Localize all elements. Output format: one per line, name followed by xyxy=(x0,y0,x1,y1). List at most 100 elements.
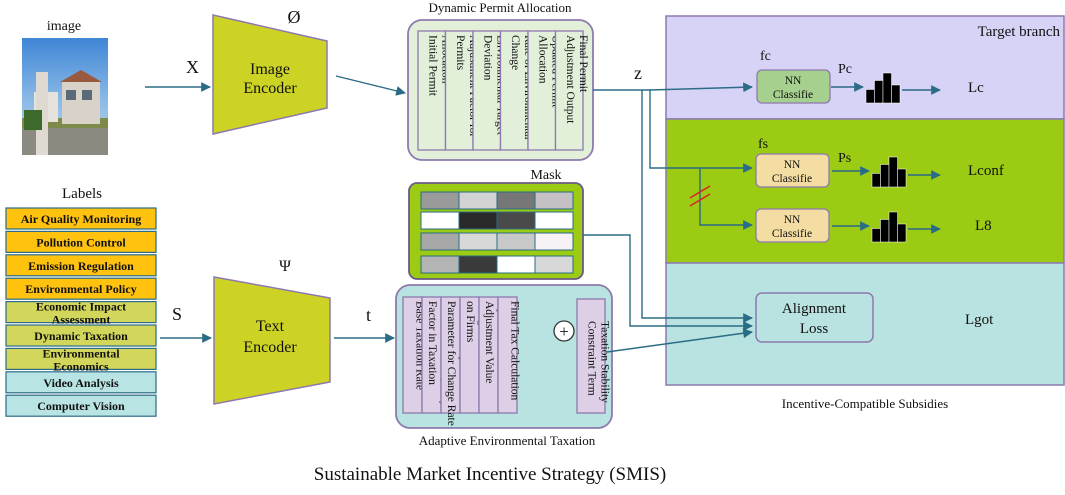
image-encoder-label-2: Encoder xyxy=(243,80,297,97)
nn-classifier-3 xyxy=(755,208,830,243)
subsidies-caption: Incentive-Compatible Subsidies xyxy=(782,396,948,411)
image-label: image xyxy=(47,19,81,34)
histogram-bar xyxy=(897,168,907,188)
image-encoder xyxy=(212,14,328,135)
text-encoder xyxy=(213,276,331,405)
mask-cell xyxy=(534,211,574,230)
probability-histogram-1 xyxy=(865,72,901,104)
column-text: Adjustment Output xyxy=(564,35,576,124)
label-item-text: Video Analysis xyxy=(43,376,119,390)
feature-label-fc: fc xyxy=(760,49,771,64)
label-item: Computer Vision xyxy=(5,394,157,417)
column-text: Change xyxy=(509,35,521,70)
prob-label-ps: Ps xyxy=(838,151,851,166)
nn-classifier-3-label-2: Classifie xyxy=(772,228,812,240)
mask-cell xyxy=(534,232,574,251)
label-item-text: Economic Impact xyxy=(36,300,126,314)
conf-branch-panel xyxy=(665,118,1065,264)
nn-classifier-2 xyxy=(755,153,830,188)
histogram-bar xyxy=(880,164,890,188)
mask-cell xyxy=(420,255,460,274)
loss-label-lc: Lc xyxy=(968,80,984,96)
nn-classifier-1-label-1: NN xyxy=(785,75,802,87)
label-item: Emission Regulation xyxy=(5,254,157,277)
column-text: Taxation Stability xyxy=(599,321,611,403)
plus-symbol: + xyxy=(559,322,569,341)
mask-cell xyxy=(420,232,460,251)
target-branch-title: Target branch xyxy=(978,24,1061,40)
histogram-bar xyxy=(871,228,881,243)
column-text: Allocation xyxy=(536,35,548,84)
label-item-text: Assessment xyxy=(52,313,111,327)
mask-cell xyxy=(534,191,574,210)
diagram-title: Sustainable Market Incentive Strategy (S… xyxy=(314,464,666,485)
text-encoder-label-2: Encoder xyxy=(243,339,297,356)
label-item: Environmental Policy xyxy=(5,277,157,300)
histogram-bar xyxy=(888,211,898,243)
text-encoder-symbol: Ψ xyxy=(279,258,291,275)
label-item-text: Dynamic Taxation xyxy=(34,329,128,343)
mask-cell xyxy=(420,191,460,210)
histogram-bar xyxy=(874,80,884,104)
mask-cell xyxy=(458,211,498,230)
classifier-row-3: NN Classifie L8 xyxy=(755,208,992,243)
label-item: Pollution Control xyxy=(5,230,157,253)
column-text: on Firms xyxy=(464,301,476,343)
permit-allocation-columns: Initial PermitAllocationPermitsAdjustmen… xyxy=(417,30,589,151)
column-text: Permits xyxy=(454,35,466,71)
output-symbol-t: t xyxy=(366,305,371,325)
classifier-row-1: fc NN Classifie Pc Lc xyxy=(756,49,984,104)
mask-cell xyxy=(458,232,498,251)
label-item-text: Pollution Control xyxy=(36,235,126,249)
loss-label-l8: L8 xyxy=(975,218,992,234)
alignment-loss-label-2: Loss xyxy=(800,321,829,337)
prob-label-pc: Pc xyxy=(838,62,852,77)
image-encoder-label-1: Image xyxy=(250,61,290,78)
connectors xyxy=(145,75,941,353)
feature-label-fs: fs xyxy=(758,137,768,152)
mask-title: Mask xyxy=(530,168,561,183)
label-item-text: Environmental xyxy=(42,346,120,360)
column-text: Factor in Taxation xyxy=(426,301,438,385)
histogram-bar xyxy=(888,156,898,188)
column-text: Final Tax Calculation xyxy=(509,301,521,401)
column: Final Tax Calculation xyxy=(497,296,521,414)
label-item-text: Environmental Policy xyxy=(25,282,136,296)
label-item: Dynamic Taxation xyxy=(5,324,157,347)
alignment-loss-label-1: Alignment xyxy=(782,301,847,317)
histogram-bar xyxy=(865,89,875,104)
histogram-bar xyxy=(882,72,892,104)
labels-heading: Labels xyxy=(62,186,102,202)
histogram-bar xyxy=(891,84,901,104)
nn-classifier-1-label-2: Classifie xyxy=(773,89,813,101)
taxation-title: Adaptive Environmental Taxation xyxy=(419,433,596,448)
column-text: Parameter for Change Rate xyxy=(445,301,457,426)
mask-cell xyxy=(496,211,536,230)
probability-histogram-3 xyxy=(871,211,907,243)
column-text: Constraint Term xyxy=(586,321,598,396)
label-item: Video Analysis xyxy=(5,371,157,394)
mask-cell xyxy=(458,255,498,274)
column-text: Adjustment Value xyxy=(483,301,495,384)
input-symbol-s: S xyxy=(172,304,182,324)
target-branch-panel xyxy=(665,15,1065,120)
image-encoder-symbol: Ø xyxy=(288,7,301,27)
nn-classifier-1 xyxy=(756,69,831,104)
histogram-bar xyxy=(897,223,907,243)
column-text: Initial Permit xyxy=(426,35,438,97)
column-text: Deviation xyxy=(481,35,493,81)
label-item-text: Emission Regulation xyxy=(28,259,134,273)
input-symbol-x: X xyxy=(186,57,199,77)
label-item-text: Air Quality Monitoring xyxy=(21,212,141,226)
stop-gradient-mark xyxy=(689,185,711,207)
mask-cell xyxy=(496,232,536,251)
alignment-loss-box xyxy=(755,292,874,343)
